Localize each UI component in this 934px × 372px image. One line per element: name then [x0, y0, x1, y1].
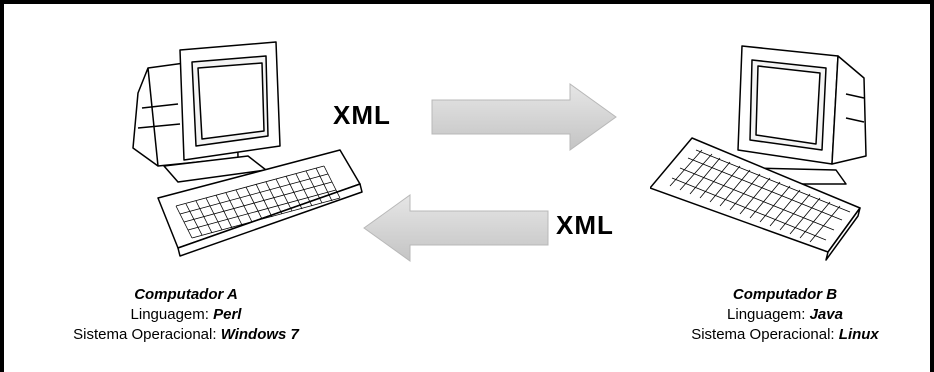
computer-b-language-line: Linguagem: Java	[650, 305, 920, 325]
computer-a-language-label: Linguagem:	[130, 306, 214, 323]
computer-a-icon	[132, 41, 363, 257]
computer-b-caption: Computador B Linguagem: Java Sistema Ope…	[650, 285, 920, 345]
xml-label-top: XML	[333, 100, 391, 130]
computer-a-language-line: Linguagem: Perl	[24, 305, 348, 325]
computer-b-icon	[650, 45, 867, 261]
arrow-right-icon	[431, 83, 617, 151]
computer-b-os: Linux	[838, 326, 879, 343]
computer-b-name: Computador B	[732, 286, 838, 303]
computer-a-name: Computador A	[134, 286, 238, 303]
computer-a-os: Windows 7	[220, 326, 299, 343]
computer-a-os-line: Sistema Operacional: Windows 7	[24, 325, 348, 345]
arrow-left-icon	[363, 194, 549, 262]
xml-label-bottom: XML	[556, 210, 614, 240]
computer-a-caption: Computador A Linguagem: Perl Sistema Ope…	[24, 285, 348, 345]
computer-b-os-line: Sistema Operacional: Linux	[650, 325, 920, 345]
computer-b-language: Java	[809, 306, 843, 323]
computer-a-language: Perl	[213, 306, 242, 323]
computer-b-os-label: Sistema Operacional:	[691, 326, 839, 343]
computer-a-os-label: Sistema Operacional:	[73, 326, 221, 343]
computer-b-language-label: Linguagem:	[727, 306, 810, 323]
